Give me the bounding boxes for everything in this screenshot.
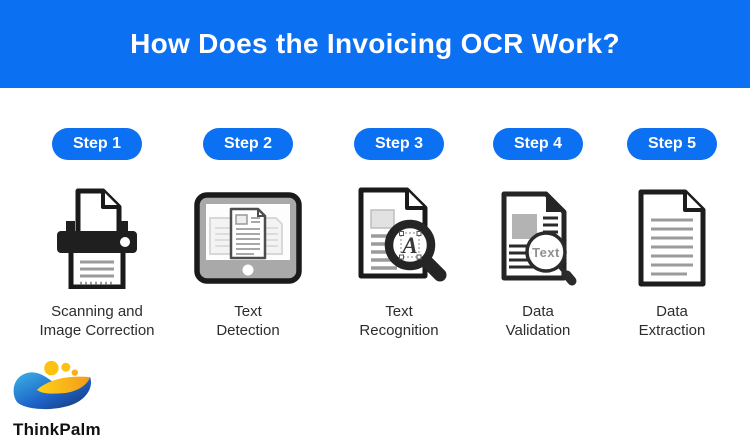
validation-word: Text <box>532 245 560 260</box>
step-label-3: Text Recognition <box>359 303 439 339</box>
recognition-letter: A <box>400 233 417 258</box>
step-badge-3: Step 3 <box>353 128 444 160</box>
step-badge-2: Step 2 <box>202 128 293 160</box>
thinkpalm-logo-mark <box>13 360 92 410</box>
step-column-1: Step 1 Scanning and Image Correction <box>22 128 172 340</box>
document-magnifier-text-icon: Text <box>501 191 577 286</box>
thinkpalm-logo: ThinkPalm <box>10 360 130 440</box>
step-label-1: Scanning and Image Correction <box>39 303 155 339</box>
document-lines-icon <box>638 189 706 287</box>
printer-scanner-icon <box>57 188 137 289</box>
tablet-document-icon <box>194 192 302 284</box>
step-column-5: Step 5 Data Extraction <box>597 128 747 340</box>
step-badge-1: Step 1 <box>51 128 142 160</box>
step-column-2: Step 2 <box>173 128 323 340</box>
brand-name: ThinkPalm <box>13 420 101 439</box>
page-title: How Does the Invoicing OCR Work? <box>130 28 620 59</box>
header-banner: How Does the Invoicing OCR Work? <box>0 0 750 88</box>
step-label-2: Text Detection <box>216 303 280 339</box>
step-label-5: Data Extraction <box>638 303 706 339</box>
step-column-3: Step 3 A Text Recognition <box>324 128 474 340</box>
step-column-4: Step 4 Text Data Validation <box>463 128 613 340</box>
step-badge-4: Step 4 <box>492 128 583 160</box>
step-badge-5: Step 5 <box>626 128 717 160</box>
document-magnifier-letter-icon: A <box>358 187 447 282</box>
steps-row: Step 1 Scanning and Image Correction Ste… <box>0 128 750 390</box>
step-label-4: Data Validation <box>505 303 571 339</box>
